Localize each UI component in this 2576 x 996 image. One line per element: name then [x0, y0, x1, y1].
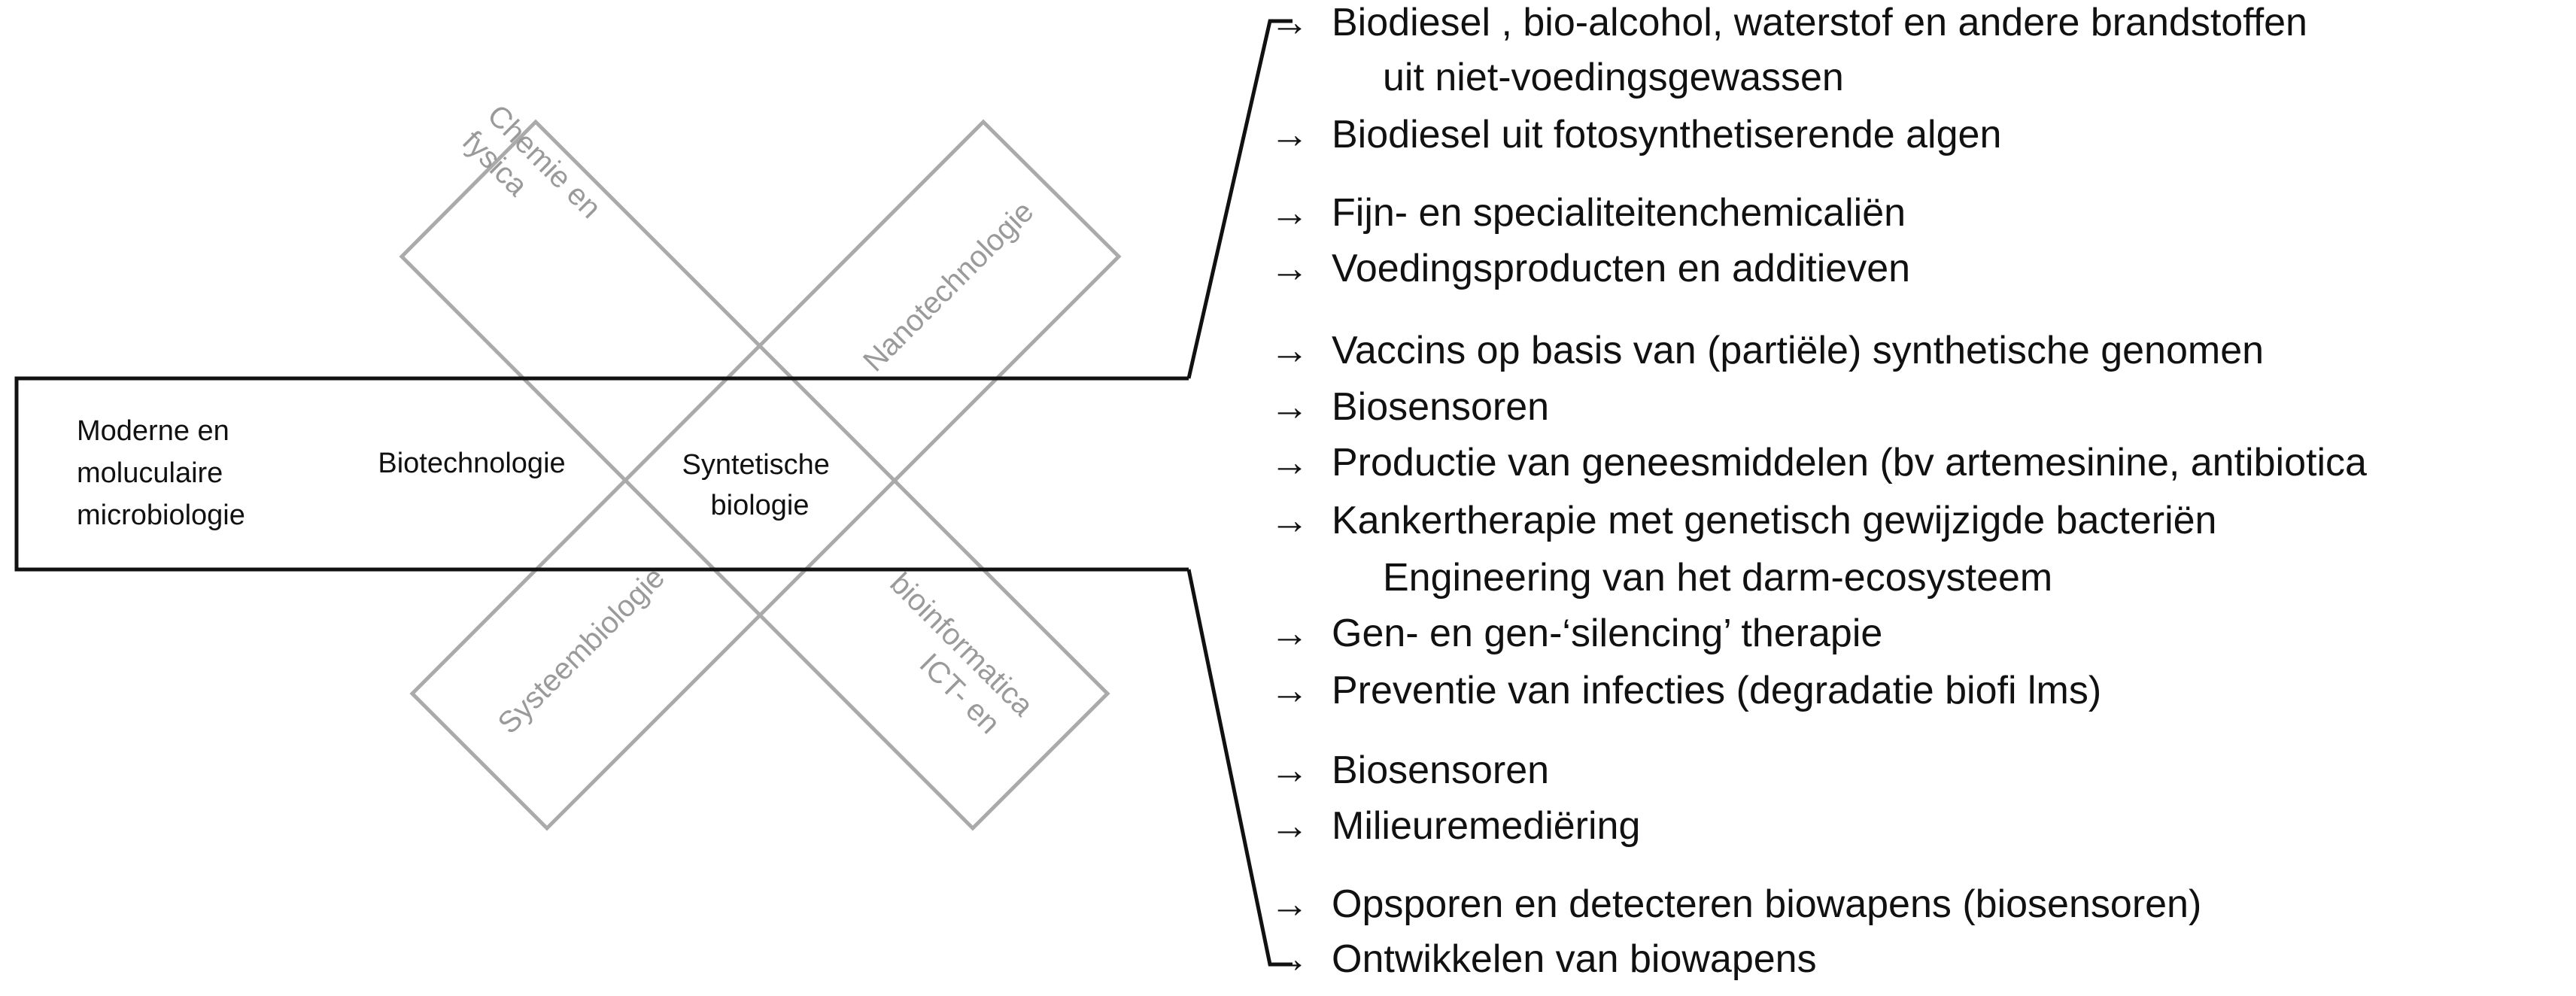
application-arrow: →	[1270, 804, 1309, 848]
gray-crossing-rectangles	[399, 119, 1122, 831]
application-item: Biodiesel uit fotosynthetiserende algen	[1332, 113, 2001, 156]
application-item: Gen- en gen-‘silencing’ therapie	[1332, 612, 1882, 655]
label-moderne-line-3: microbiologie	[77, 500, 245, 531]
label-syntetische-line-1: Syntetische	[682, 449, 829, 481]
label-syntetische-biologie: Syntetische biologie	[682, 449, 837, 521]
application-arrow: →	[1270, 1, 1309, 44]
band-outline	[14, 376, 1189, 572]
label-moderne-line-2: moluculaire	[77, 457, 223, 489]
bracket-upper	[1186, 19, 1293, 379]
application-item: Voedingsproducten en additieven	[1332, 247, 1910, 290]
label-biotechnologie: Biotechnologie	[378, 448, 565, 479]
application-arrow: →	[1270, 937, 1309, 981]
application-arrow: →	[1270, 247, 1309, 290]
application-arrow: →	[1270, 329, 1309, 372]
application-item: Kankertherapie met genetisch gewijzigde …	[1332, 499, 2216, 542]
application-item: Ontwikkelen van biowapens	[1332, 937, 1817, 981]
application-arrow: →	[1270, 499, 1309, 542]
application-item: Opsporen en detecteren biowapens (biosen…	[1332, 882, 2201, 926]
application-arrow: →	[1270, 191, 1309, 235]
application-item: Biosensoren	[1332, 385, 1549, 429]
application-arrow: →	[1270, 749, 1309, 792]
application-arrow: →	[1270, 669, 1309, 712]
application-arrow: →	[1270, 612, 1309, 655]
application-arrow: →	[1270, 113, 1309, 156]
application-item-continuation: uit niet-voedingsgewassen	[1383, 56, 1844, 99]
label-moderne-microbiologie: Moderne en moluculaire microbiologie	[77, 415, 245, 531]
application-item: Productie van geneesmiddelen (bv artemes…	[1332, 441, 2367, 484]
label-ict-bioinformatica: ICT- en bioinformatica	[858, 566, 1040, 749]
application-arrow: →	[1270, 385, 1309, 429]
rect-nano-ict	[409, 119, 1122, 831]
application-item: Milieuremediëring	[1332, 804, 1640, 848]
application-item-continuation: Engineering van het darm-ecosysteem	[1383, 556, 2052, 600]
application-item: Fijn- en specialiteitenchemicaliën	[1332, 191, 1906, 235]
bracket-lower	[1186, 569, 1293, 967]
application-item: Vaccins op basis van (partiële) syntheti…	[1332, 329, 2264, 372]
application-item: Preventie van infecties (degradatie biof…	[1332, 669, 2101, 712]
application-item: Biodiesel , bio-alcohol, waterstof en an…	[1332, 1, 2307, 44]
label-moderne-line-1: Moderne en	[77, 415, 229, 447]
application-item: Biosensoren	[1332, 749, 1549, 792]
label-syntetische-line-2: biologie	[711, 490, 810, 521]
central-band	[14, 19, 1293, 967]
application-arrow: →	[1270, 441, 1309, 484]
rect-chemie-systeem	[399, 119, 1110, 831]
applications-list: → Biodiesel , bio-alcohol, waterstof en a…	[1270, 1, 2367, 981]
application-arrow: →	[1270, 882, 1309, 926]
